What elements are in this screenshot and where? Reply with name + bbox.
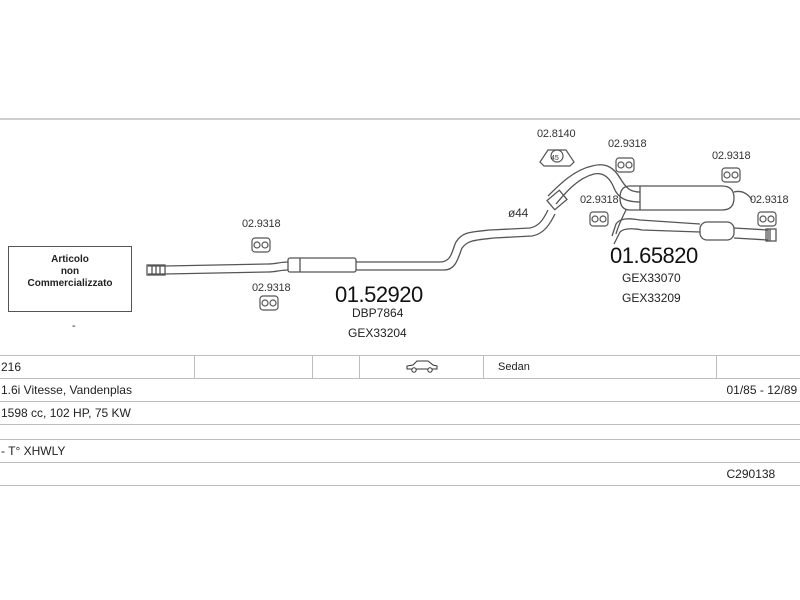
code-clamp-rear-top: 02.9318 (608, 138, 647, 150)
catalog-code-cell: C290138 (716, 462, 800, 486)
car-icon-cell (359, 355, 484, 379)
middle-muffler (287, 257, 357, 273)
intermediate-pipe (356, 209, 549, 263)
rear-inlet-pipe-lower (555, 172, 641, 205)
code-clamp-rear-mid: 02.9318 (580, 194, 619, 206)
period-cell: 01/85 - 12/89 (716, 378, 800, 402)
engine-cell: 1598 cc, 102 HP, 75 KW (0, 401, 800, 425)
rear-inlet-pipe (547, 164, 641, 197)
model-cell: 216 (0, 355, 195, 379)
middle-ref-2: GEX33204 (348, 326, 407, 340)
hanger-rear-top-icon (615, 157, 635, 173)
code-clamp-rear-right: 02.9318 (712, 150, 751, 162)
rear-muffler (619, 185, 735, 211)
spacer-cell (0, 424, 800, 440)
rear-section-number: 01.65820 (610, 243, 698, 268)
empty-cell (716, 355, 800, 379)
middle-ref-1: DBP7864 (352, 306, 404, 320)
notice-line-3: Commercializzato (27, 278, 113, 289)
table-row: 1598 cc, 102 HP, 75 KW (0, 401, 800, 425)
notice-line-1: Articolo (51, 254, 89, 265)
hanger-rear-right-icon (721, 167, 741, 183)
code-clamp-left-bottom: 02.9318 (252, 282, 291, 294)
table-row: 216 Sedan (0, 355, 800, 379)
front-pipe (148, 261, 289, 267)
diagram-panel (0, 118, 800, 490)
vehicle-info-table: 216 Sedan 1.6i Vitesse, Vandenplas 01/85… (0, 355, 800, 486)
code-clamp-rear-far: 02.9318 (750, 194, 789, 206)
sedan-car-icon (406, 360, 438, 373)
rear-ref-2: GEX33209 (622, 291, 681, 305)
empty-cell (194, 355, 313, 379)
hanger-left-top-icon (251, 237, 271, 253)
ring-badge: 45 (551, 155, 559, 162)
secondary-pipe (611, 218, 701, 237)
exhaust-diagram: 45 (146, 149, 777, 311)
middle-section-number: 01.52920 (335, 282, 423, 307)
pipe-end-joint (546, 189, 568, 211)
table-row: - T° XHWLY (0, 439, 800, 463)
empty-cell (312, 355, 360, 379)
rear-ref-1: GEX33070 (622, 271, 681, 285)
intermediate-pipe-lower (356, 213, 556, 271)
hanger-rear-mid-icon (589, 211, 609, 227)
tail-pipe (733, 227, 769, 241)
notice-dash: - (72, 320, 76, 332)
not-commercialized-box: Articolo non Commercializzato (8, 246, 132, 312)
front-pipe-lower (148, 269, 289, 275)
empty-cell (0, 462, 717, 486)
table-row (0, 424, 800, 440)
hanger-rear-far-icon (757, 211, 777, 227)
table-row: 1.6i Vitesse, Vandenplas 01/85 - 12/89 (0, 378, 800, 402)
code-clamp-left-top: 02.9318 (242, 218, 281, 230)
rubber-ring-icon (539, 149, 575, 167)
body-type-cell: Sedan (483, 355, 717, 379)
secondary-muffler (699, 221, 735, 241)
version-cell: 1.6i Vitesse, Vandenplas (0, 378, 717, 402)
table-row: C290138 (0, 462, 800, 486)
engine-code-cell: - T° XHWLY (0, 439, 800, 463)
hanger-left-bottom-icon (259, 295, 279, 311)
notice-line-2: non (60, 266, 80, 277)
code-rubber-ring: 02.8140 (537, 128, 576, 140)
diameter-label: ø44 (508, 206, 529, 220)
